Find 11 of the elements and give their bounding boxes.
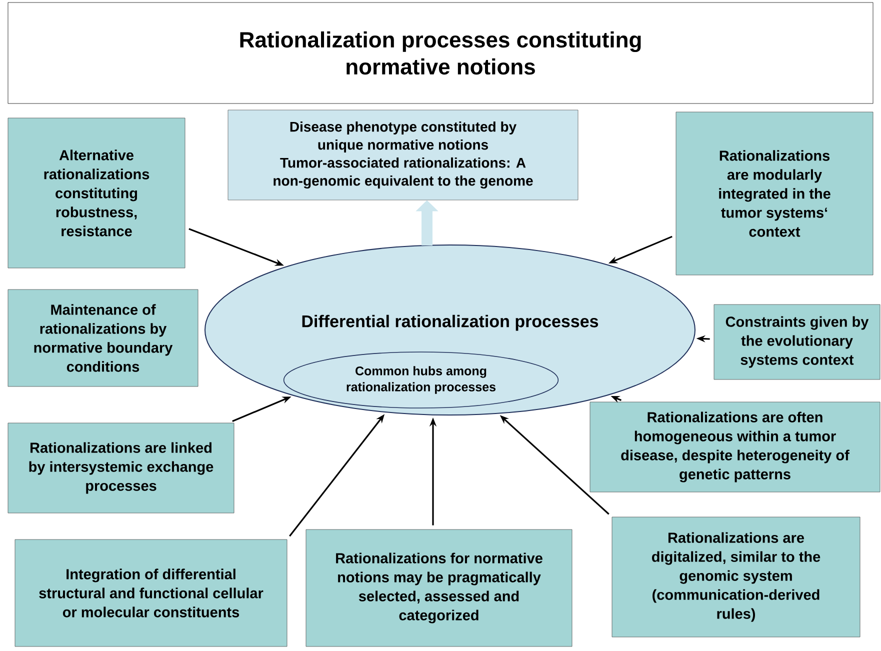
process-box: Constraints given by the evolutionary systems context [714, 304, 880, 380]
title-box: Rationalization processes constituting normative notions [8, 2, 874, 104]
process-box: Rationalizations are linked by intersystemic exchange processes [8, 422, 234, 514]
result-box: Disease phenotype constituted by unique normative notions Tumor-associated rationalizations: A non-genomic equivalent to the genome [228, 110, 578, 200]
process-box: Rationalizations are digitalized, similar to the genomic system (communication-derived rules) [612, 516, 860, 638]
process-box: Integration of differential structural and functional cellular or molecular constituents [14, 539, 288, 647]
process-box: Alternative rationalizations constituting robustness, resistance [8, 118, 186, 268]
process-box: Maintenance of rationalizations by normative boundary conditions [8, 289, 198, 387]
process-box: Rationalizations for normative notions may be pragmatically selected, assessed and categorized [306, 529, 572, 647]
process-box: Rationalizations are often homogeneous within a tumor disease, despite heterogeneity of genetic patterns [590, 402, 880, 492]
process-box: Rationalizations are modularly integrated in the tumor systems‘ context [676, 112, 874, 276]
